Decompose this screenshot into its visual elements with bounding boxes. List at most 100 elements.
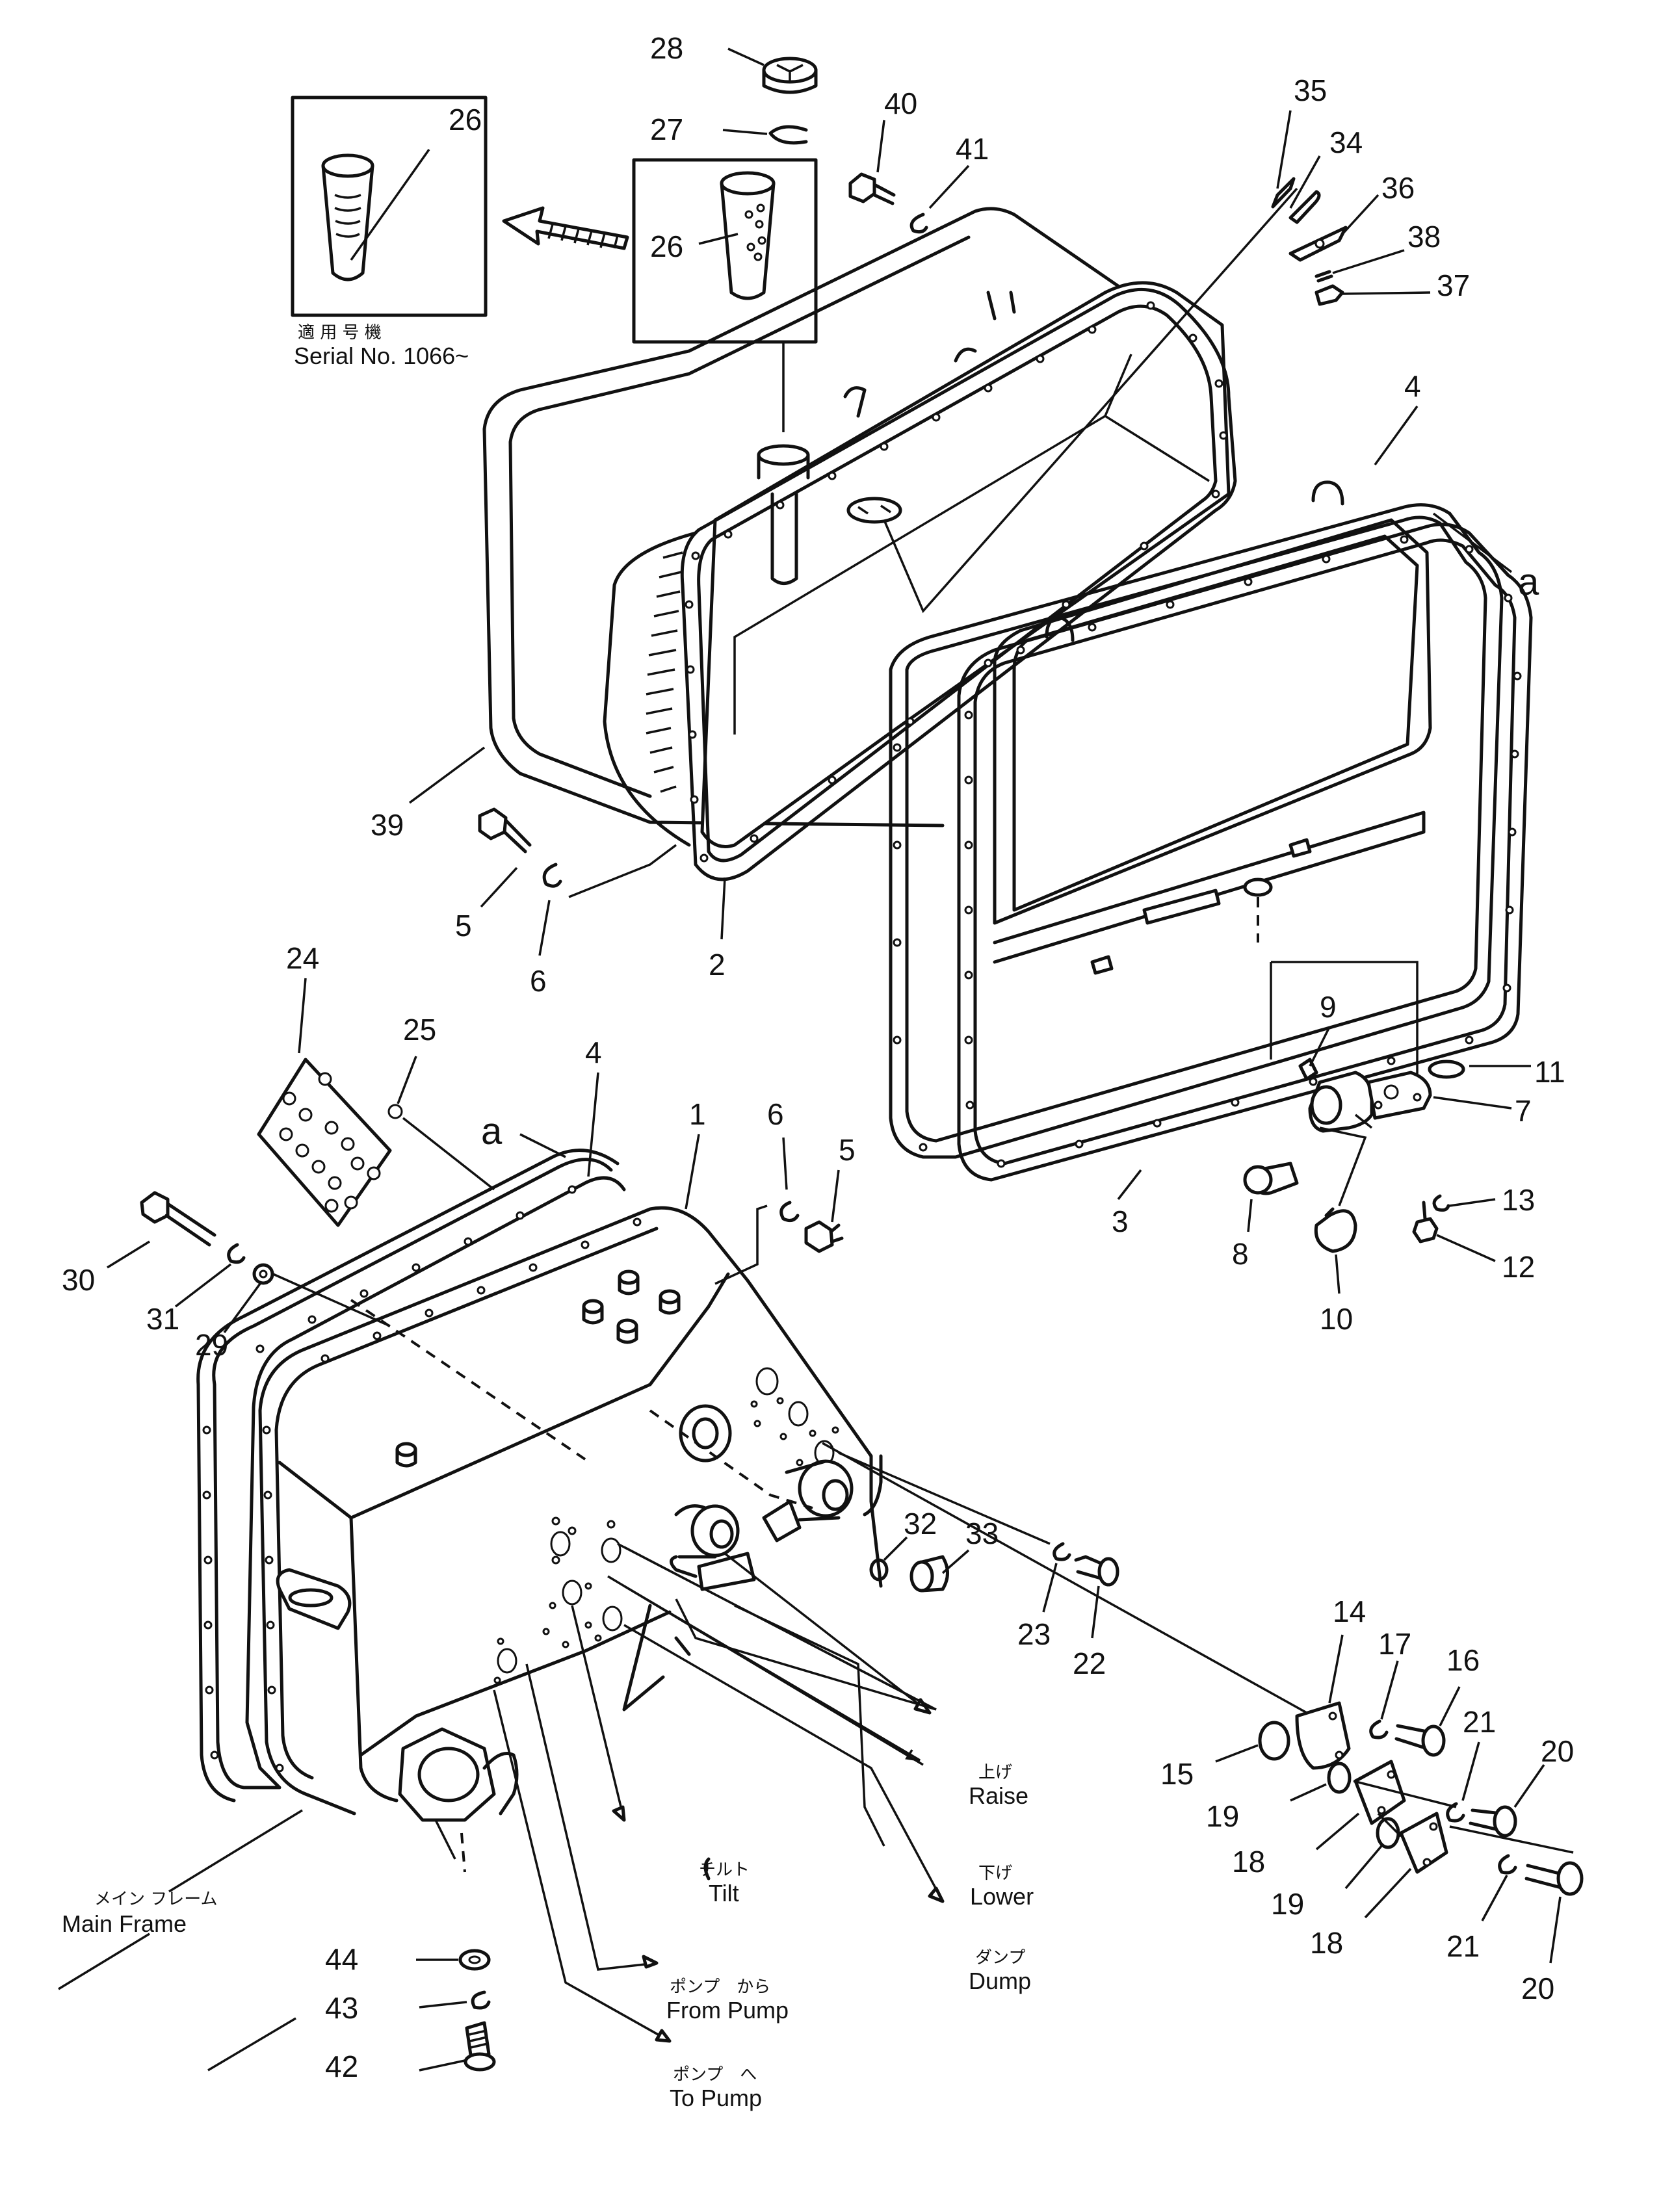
strainer-26-inset bbox=[321, 153, 374, 281]
top-bosses bbox=[395, 1269, 681, 1468]
flange-holes-2 bbox=[685, 301, 1228, 863]
drain-valve-parts bbox=[1243, 1058, 1465, 1253]
callout-36: 36 bbox=[1381, 171, 1415, 205]
label-from-pump-jp: ポンプ から bbox=[670, 1977, 770, 1997]
callout-1: 1 bbox=[689, 1097, 706, 1131]
port-holes-upper bbox=[750, 1367, 839, 1476]
callout-3: 3 bbox=[1112, 1204, 1129, 1238]
callout-40: 40 bbox=[884, 86, 917, 120]
washer-31 bbox=[227, 1243, 246, 1264]
washer-41 bbox=[909, 213, 928, 234]
bolt-16 bbox=[1394, 1724, 1446, 1757]
callout-21-b: 21 bbox=[1446, 1929, 1480, 1963]
callout-17: 17 bbox=[1378, 1627, 1411, 1661]
flange-holes-1 bbox=[202, 1185, 642, 1773]
main-tank-1 bbox=[196, 1149, 883, 1880]
bolt-5-lower bbox=[714, 1204, 844, 1285]
callout-16: 16 bbox=[1446, 1643, 1480, 1677]
label-a-upper: a bbox=[1518, 561, 1539, 603]
label-to-pump-jp: ポンプ へ bbox=[673, 2065, 757, 2085]
gasket-4-lower bbox=[213, 1176, 626, 1789]
plug-33 bbox=[909, 1555, 949, 1593]
callout-44: 44 bbox=[325, 1942, 358, 1976]
callout-5-upper: 5 bbox=[455, 909, 472, 943]
callout-4-lower: 4 bbox=[585, 1035, 602, 1069]
label-lower: Lower bbox=[970, 1883, 1034, 1910]
flange-holes-3 bbox=[893, 535, 1522, 1168]
serial-inset: 26 適 用 号 機 Serial No. 1066~ bbox=[291, 96, 488, 369]
callout-30: 30 bbox=[62, 1263, 95, 1297]
callout-18-b: 18 bbox=[1310, 1926, 1343, 1960]
o-ring-15 bbox=[1258, 1721, 1290, 1761]
gasket-4 bbox=[889, 503, 1504, 1159]
label-dump: Dump bbox=[969, 1968, 1031, 1994]
bolt-22 bbox=[1074, 1555, 1119, 1587]
strainer-26 bbox=[720, 171, 776, 300]
callout-32: 32 bbox=[904, 1507, 937, 1541]
inset-applicable-jp: 適 用 号 機 bbox=[298, 323, 382, 343]
callout-22: 22 bbox=[1073, 1646, 1106, 1680]
flow-lines bbox=[434, 1546, 945, 2043]
callout-25: 25 bbox=[403, 1013, 436, 1047]
callout-39: 39 bbox=[371, 808, 404, 842]
callout-13: 13 bbox=[1502, 1183, 1535, 1217]
callout-35: 35 bbox=[1294, 73, 1327, 107]
callout-37: 37 bbox=[1437, 268, 1470, 302]
port-holes-front bbox=[493, 1516, 623, 1684]
callout-19-a: 19 bbox=[1206, 1799, 1239, 1833]
label-dump-jp: ダンプ bbox=[975, 1948, 1025, 1968]
label-a-lower: a bbox=[481, 1110, 503, 1152]
callout-14: 14 bbox=[1333, 1594, 1366, 1628]
callout-23: 23 bbox=[1017, 1617, 1051, 1651]
plate-34 bbox=[1288, 190, 1321, 224]
bolt-30 bbox=[140, 1191, 216, 1247]
callout-15: 15 bbox=[1160, 1757, 1194, 1791]
o-ring-32 bbox=[869, 1558, 889, 1581]
bolt-12 bbox=[1412, 1217, 1439, 1243]
callout-43: 43 bbox=[325, 1991, 358, 2025]
callout-7: 7 bbox=[1515, 1094, 1532, 1128]
washer-17 bbox=[1369, 1719, 1389, 1739]
callout-20-b: 20 bbox=[1521, 1971, 1554, 2005]
label-lower-jp: 下げ bbox=[978, 1864, 1012, 1883]
bolt-40 bbox=[848, 172, 896, 205]
callout-19-b: 19 bbox=[1271, 1887, 1304, 1921]
guard-rail-39 bbox=[482, 349, 945, 827]
washer-6-lower bbox=[779, 1201, 800, 1223]
bolt-20-b bbox=[1524, 1861, 1584, 1896]
callout-20-a: 20 bbox=[1541, 1734, 1574, 1768]
strainer-box bbox=[632, 158, 818, 344]
label-raise-jp: 上げ bbox=[978, 1763, 1012, 1782]
cap-28 bbox=[762, 57, 818, 94]
callout-10: 10 bbox=[1320, 1302, 1353, 1336]
partition-plates bbox=[889, 480, 1533, 1182]
tank-cover-2 bbox=[482, 187, 1298, 881]
label-raise: Raise bbox=[969, 1782, 1028, 1809]
label-from-pump: From Pump bbox=[666, 1997, 789, 2023]
callout-42: 42 bbox=[325, 2049, 358, 2083]
callout-5-lower: 5 bbox=[839, 1133, 856, 1167]
callout-8: 8 bbox=[1232, 1237, 1249, 1271]
callout-31: 31 bbox=[146, 1302, 179, 1336]
callout-28: 28 bbox=[650, 31, 683, 65]
callout-33: 33 bbox=[965, 1516, 999, 1550]
breather-parts bbox=[1271, 177, 1348, 306]
callout-12: 12 bbox=[1502, 1250, 1535, 1284]
callout-6-lower: 6 bbox=[767, 1097, 784, 1131]
callout-2: 2 bbox=[709, 948, 726, 982]
callout-27: 27 bbox=[650, 112, 683, 146]
callout-21-a: 21 bbox=[1463, 1705, 1496, 1739]
callout-34: 34 bbox=[1329, 125, 1363, 159]
label-to-pump: To Pump bbox=[670, 2085, 762, 2111]
plate-24 bbox=[257, 1058, 392, 1227]
callout-41: 41 bbox=[956, 132, 989, 166]
label-tilt: Tilt bbox=[709, 1880, 739, 1906]
callout-4-upper: 4 bbox=[1404, 369, 1421, 403]
callout-26: 26 bbox=[650, 229, 683, 263]
o-ring-25 bbox=[387, 1104, 403, 1119]
inset-arrow-icon bbox=[502, 206, 629, 250]
snap-ring-27 bbox=[768, 125, 808, 145]
washer-23 bbox=[1053, 1542, 1071, 1561]
